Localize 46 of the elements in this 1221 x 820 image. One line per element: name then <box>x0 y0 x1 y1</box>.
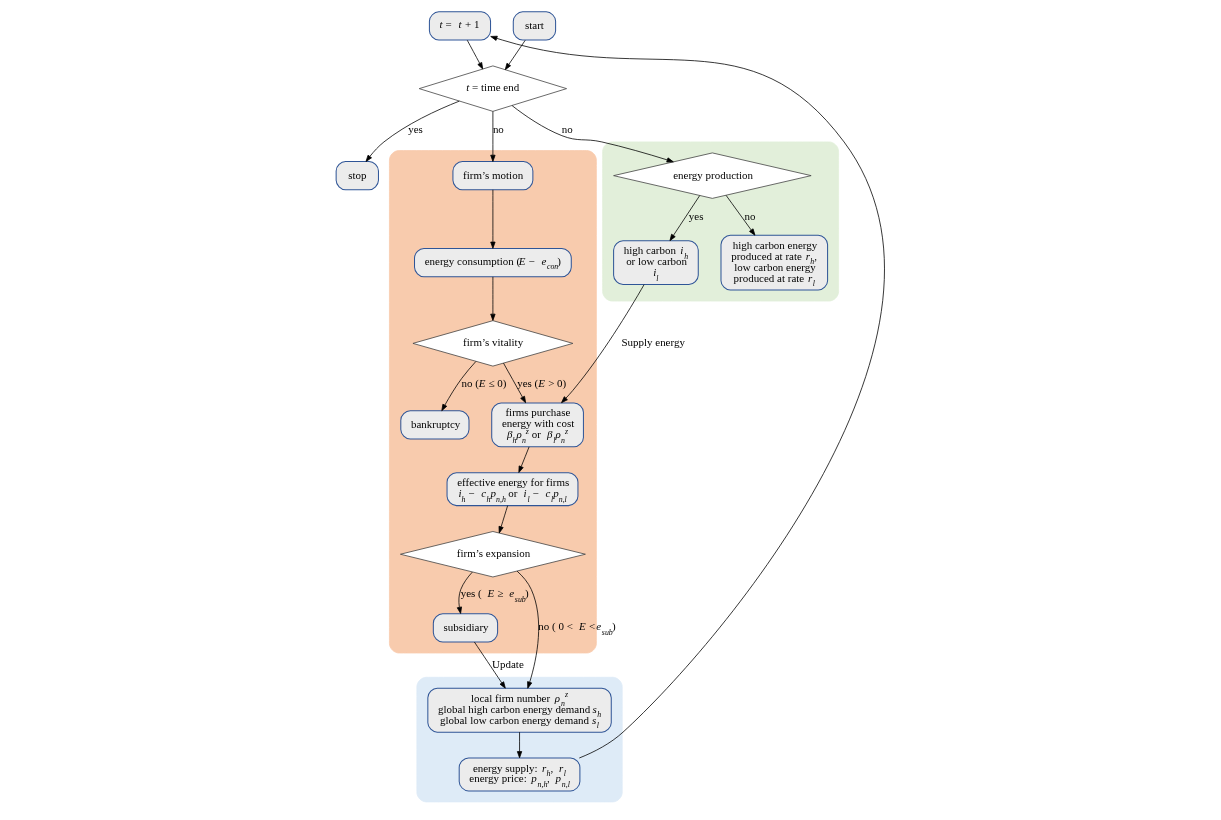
arrow <box>511 105 674 163</box>
node-box: energy supply: r$_{h}$, r$_{l}$ energy price: p$_{n,h}$, p$_{n,l}$ <box>458 757 581 792</box>
edge-label: Supply energy <box>621 336 685 349</box>
node-box: firm’s motion <box>452 161 534 191</box>
arrow <box>725 195 756 236</box>
node-diamond: firm’s expansion <box>400 531 586 578</box>
arrow <box>518 446 530 473</box>
edge-label: no <box>744 209 756 222</box>
arrow <box>365 100 460 162</box>
node-box: bankruptcy <box>400 410 470 440</box>
edge-label: yes (E > 0) <box>517 376 567 389</box>
arrow <box>490 189 496 249</box>
edge-label: no <box>561 122 573 135</box>
arrow <box>441 361 477 412</box>
node-box: high carbon energy produced at rate r$_{h}$, low carbon energy produced at rate r$_{l}$ <box>720 234 829 291</box>
edge-label: no (E ≤ 0) <box>461 376 507 389</box>
node-box: stop <box>335 161 379 191</box>
edge-label: no <box>492 122 504 135</box>
node-box: energy consumption (E − e$_{con}$) <box>414 248 572 278</box>
arrow <box>516 731 523 759</box>
arrow <box>504 39 526 71</box>
arrow <box>561 284 645 404</box>
arrow <box>474 641 506 689</box>
node-box: start <box>512 11 557 41</box>
arrow <box>503 362 527 404</box>
arrow <box>516 570 540 689</box>
arrow <box>498 505 509 534</box>
arrow <box>490 276 496 321</box>
node-box: effective energy for firms i$_{h}$ − c$_{h}$p$_{n,h}$ or i$_{l}$ − c$_{l}$p$_{n,l}$ <box>446 472 579 507</box>
cluster <box>416 676 623 803</box>
node-box: t = t + 1 <box>428 11 492 41</box>
node-box: high carbon i$_{h}$ or low carbon i$_{l}$ <box>613 240 699 286</box>
node-box: subsidiary <box>432 613 499 643</box>
cluster <box>389 150 597 654</box>
arrow <box>466 39 484 70</box>
arrow <box>490 111 496 162</box>
arrow <box>456 571 473 614</box>
node-diamond: energy production <box>613 152 812 199</box>
node-diamond: t = time end <box>418 65 567 112</box>
cluster <box>602 141 839 302</box>
node-diamond: firm’s vitality <box>412 320 574 367</box>
edge-label: yes ( E ≥ e$_{sub}$) <box>460 587 529 604</box>
arrow <box>669 195 701 242</box>
edge-label: yes <box>408 122 423 135</box>
edge-label: yes <box>688 209 704 222</box>
edge-label: Update <box>492 658 524 671</box>
